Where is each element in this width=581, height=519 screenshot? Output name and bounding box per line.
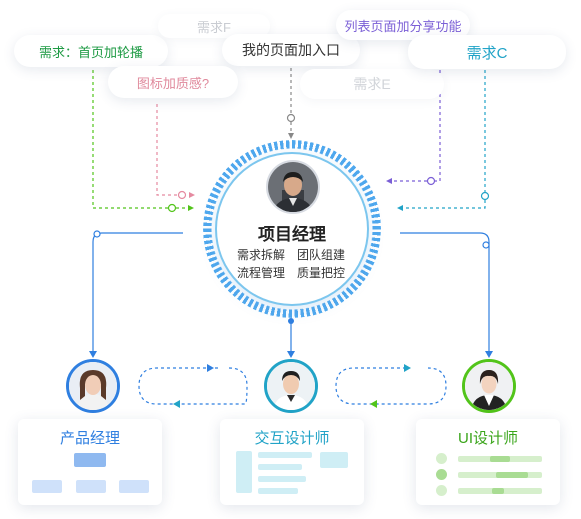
requirement-icon-quality: 图标加质感? bbox=[108, 66, 238, 98]
requirement-my-page-entry: 我的页面加入口 bbox=[222, 34, 360, 66]
product-interaction-loop bbox=[138, 364, 248, 408]
ui-list-dot bbox=[436, 453, 447, 464]
interaction-ui-loop bbox=[335, 364, 447, 408]
hub-to-product-line bbox=[92, 232, 183, 352]
ui-designer-title: UI设计师 bbox=[457, 430, 518, 447]
requirement-home-carousel: 需求：首页加轮播 bbox=[14, 35, 168, 67]
skill-requirement-breakdown: 需求拆解 bbox=[237, 248, 286, 262]
ui-list-dot bbox=[436, 485, 447, 496]
project-manager-avatar bbox=[266, 160, 320, 214]
wireframe-line bbox=[258, 476, 306, 482]
requirement-label: 图标加质感? bbox=[136, 75, 210, 91]
product-manager-title: 产品经理 bbox=[59, 430, 120, 447]
product-manager-card: 产品经理 bbox=[18, 419, 162, 505]
org-chart-root bbox=[74, 453, 106, 467]
ui-list-highlight bbox=[490, 456, 510, 462]
org-chart-node bbox=[76, 480, 106, 493]
interaction-designer-title: 交互设计师 bbox=[254, 430, 330, 447]
interaction-designer-card: 交互设计师 bbox=[220, 419, 364, 505]
ui-designer-card: UI设计师 bbox=[416, 419, 560, 505]
skill-team-building: 团队组建 bbox=[297, 248, 346, 262]
skill-process-management: 流程管理 bbox=[237, 266, 286, 280]
project-manager-hub: 项目经理 需求拆解 团队组建 流程管理 质量把控 bbox=[203, 140, 381, 318]
ui-list-dot bbox=[436, 469, 447, 480]
requirement-list-share: 列表页面加分享功能 bbox=[336, 10, 470, 40]
list-share-connector bbox=[430, 40, 441, 182]
requirement-label: 需求C bbox=[466, 44, 508, 62]
requirement-label: 列表页面加分享功能 bbox=[344, 18, 462, 34]
wireframe-block bbox=[320, 452, 348, 468]
ui-list-highlight bbox=[492, 488, 504, 494]
skill-quality-control: 质量把控 bbox=[297, 266, 346, 280]
hub-title: 项目经理 bbox=[258, 225, 326, 244]
hub-to-ui-line bbox=[400, 232, 490, 352]
requirement-label: 需求E bbox=[353, 76, 391, 92]
org-chart-node bbox=[119, 480, 149, 493]
requirement-label: 我的页面加入口 bbox=[242, 42, 340, 58]
interaction-designer-avatar bbox=[264, 359, 318, 413]
ui-list-highlight bbox=[496, 472, 528, 478]
requirement-e: 需求E bbox=[300, 69, 444, 99]
requirement-c: 需求C bbox=[408, 35, 566, 69]
carousel-connector bbox=[92, 70, 172, 209]
product-manager-avatar bbox=[66, 359, 120, 413]
wireframe-line bbox=[258, 464, 302, 470]
ui-designer-avatar bbox=[462, 359, 516, 413]
requirement-label: 需求：首页加轮播 bbox=[38, 44, 143, 60]
wireframe-sidebar bbox=[236, 451, 252, 493]
wireframe-line bbox=[258, 452, 312, 458]
icon-quality-connector bbox=[156, 104, 182, 196]
requirement-label: 需求F bbox=[197, 19, 231, 35]
org-chart-node bbox=[32, 480, 62, 493]
wireframe-line bbox=[258, 488, 298, 494]
